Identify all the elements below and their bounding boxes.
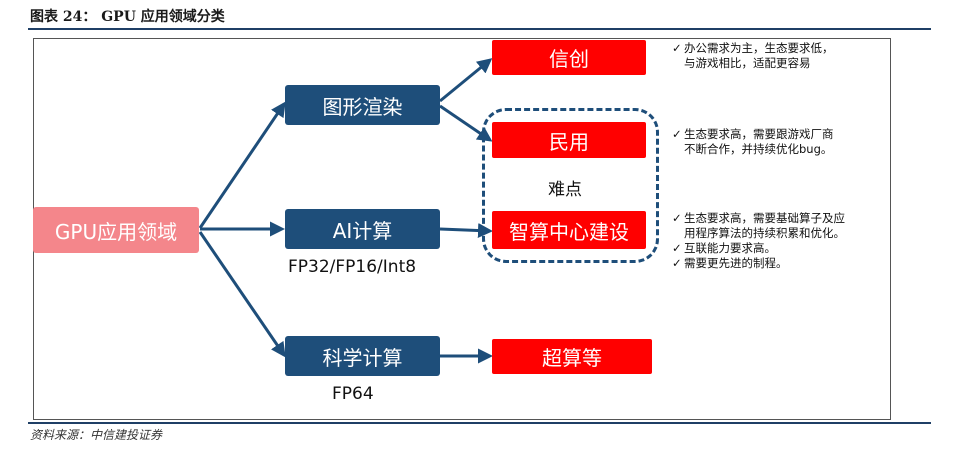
note-line: 用程序算法的持续积累和优化。 <box>684 226 845 240</box>
node-chaosuan: 超算等 <box>492 339 652 374</box>
note-line: 与游戏相比，适配更容易 <box>684 56 811 70</box>
node-zhisuan-center: 智算中心建设 <box>492 211 646 249</box>
check-icon: ✓ <box>672 241 682 255</box>
node-minyong: 民用 <box>492 122 646 158</box>
note-line: 需要更先进的制程。 <box>684 256 788 270</box>
node-xinchuang: 信创 <box>492 40 646 75</box>
arrow-ai-zhisuan <box>439 223 493 239</box>
note-line: 生态要求高，需要跟游戏厂商 <box>684 127 834 141</box>
node-gpu-applications: GPU应用领域 <box>33 207 199 253</box>
note-zhisuan: ✓生态要求高，需要基础算子及应 用程序算法的持续积累和优化。 ✓互联能力要求高。… <box>672 211 845 271</box>
science-precision-label: FP64 <box>332 384 374 404</box>
footer-divider <box>28 422 931 424</box>
check-icon: ✓ <box>672 211 682 225</box>
title-divider <box>28 28 931 30</box>
note-line: 互联能力要求高。 <box>684 241 776 255</box>
note-line: 办公需求为主，生态要求低， <box>684 41 834 55</box>
note-line: 生态要求高，需要基础算子及应 <box>684 211 845 225</box>
note-xinchuang: ✓办公需求为主，生态要求低， 与游戏相比，适配更容易 <box>672 41 834 71</box>
node-scientific-computing: 科学计算 <box>285 336 440 376</box>
node-graphics-rendering: 图形渲染 <box>285 85 440 125</box>
note-line: 不断合作，并持续优化bug。 <box>684 142 833 156</box>
arrow-graphics-minyong <box>439 104 493 142</box>
figure-title: 图表 24： GPU 应用领域分类 <box>30 9 225 25</box>
arrow-root-science <box>198 231 286 358</box>
note-minyong: ✓生态要求高，需要跟游戏厂商 不断合作，并持续优化bug。 <box>672 127 834 157</box>
node-ai-computing: AI计算 <box>285 209 440 249</box>
arrow-graphics-xinchuang <box>439 58 493 103</box>
check-icon: ✓ <box>672 41 682 55</box>
difficulty-label: 难点 <box>548 180 582 200</box>
source-note: 资料来源：中信建投证券 <box>30 428 163 442</box>
difficulty-dashed-group <box>482 108 659 263</box>
check-icon: ✓ <box>672 256 682 270</box>
ai-precision-label: FP32/FP16/Int8 <box>288 257 417 277</box>
check-icon: ✓ <box>672 127 682 141</box>
arrow-root-graphics <box>198 101 286 229</box>
